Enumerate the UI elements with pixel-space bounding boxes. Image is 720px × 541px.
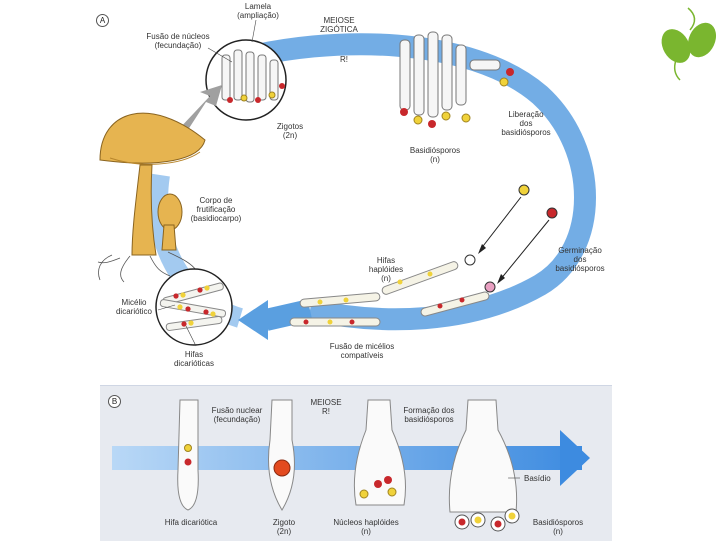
cycle-arrowhead xyxy=(238,300,268,340)
label-formacao: Formação dos basidiósporos xyxy=(403,406,455,424)
gills-zoom-circle xyxy=(205,39,287,121)
panel-b-cells xyxy=(177,399,518,513)
label-fusao-micelios: Fusão de micélios compatíveis xyxy=(329,342,395,360)
label-basidiosporos-b: Basidiósporos (n) xyxy=(532,518,584,536)
label-germinacao: Germinação dos basidiósporos xyxy=(555,246,605,273)
zoom-arrow xyxy=(178,85,222,136)
spore-germination xyxy=(478,184,558,284)
meiosis-cell xyxy=(353,399,406,506)
leaf-icon xyxy=(661,7,717,81)
label-zigoto: Zigoto (2n) xyxy=(272,518,296,536)
panel-b-nuclei xyxy=(184,444,520,532)
basidia-cluster xyxy=(399,31,514,128)
label-basidio: Basídio xyxy=(524,474,551,483)
label-micelio-dicariotico: Micélio dicariótico xyxy=(115,298,152,316)
label-corpo-frutificacao: Corpo de frutificação (basidiocarpo) xyxy=(190,196,242,223)
label-basidiosporos-a: Basidiósporos (n) xyxy=(409,146,461,164)
mushroom-basidiocarp xyxy=(97,112,206,283)
zygote-cell xyxy=(268,399,295,511)
hyphal-cell-1 xyxy=(177,399,199,511)
label-hifas-dicarioticas: Hifas dicarióticas xyxy=(173,350,214,368)
label-meiose-b: MEIOSE R! xyxy=(310,398,342,416)
hyphae-nuclei xyxy=(303,271,465,325)
label-liberacao: Liberação dos basidiósporos xyxy=(501,110,551,137)
haploid-hyphae xyxy=(289,254,496,327)
label-fusao-nucleos: Fusão de núcleos (fecundação) xyxy=(146,32,210,50)
mycelium-zoom-circle xyxy=(155,268,233,346)
label-hifas-haploides: Hifas haplóides (n) xyxy=(368,256,404,283)
label-nucleos-haploides: Núcleos haplóides (n) xyxy=(333,518,399,536)
label-lamela: Lamela (ampliação) xyxy=(237,2,279,20)
panel-a-letter: A xyxy=(96,14,109,27)
panel-b-letter: B xyxy=(108,395,121,408)
label-fusao-nuclear: Fusão nuclear (fecundação) xyxy=(211,406,263,424)
label-meiose-zigotica: MEIOSE ZIGÓTICA xyxy=(320,16,358,34)
label-pointer-lines xyxy=(157,19,520,479)
label-ri: R! xyxy=(340,55,348,64)
label-hifa-dicariotica: Hifa dicariótica xyxy=(164,518,218,527)
label-zigotos: Zigotos (2n) xyxy=(276,122,304,140)
